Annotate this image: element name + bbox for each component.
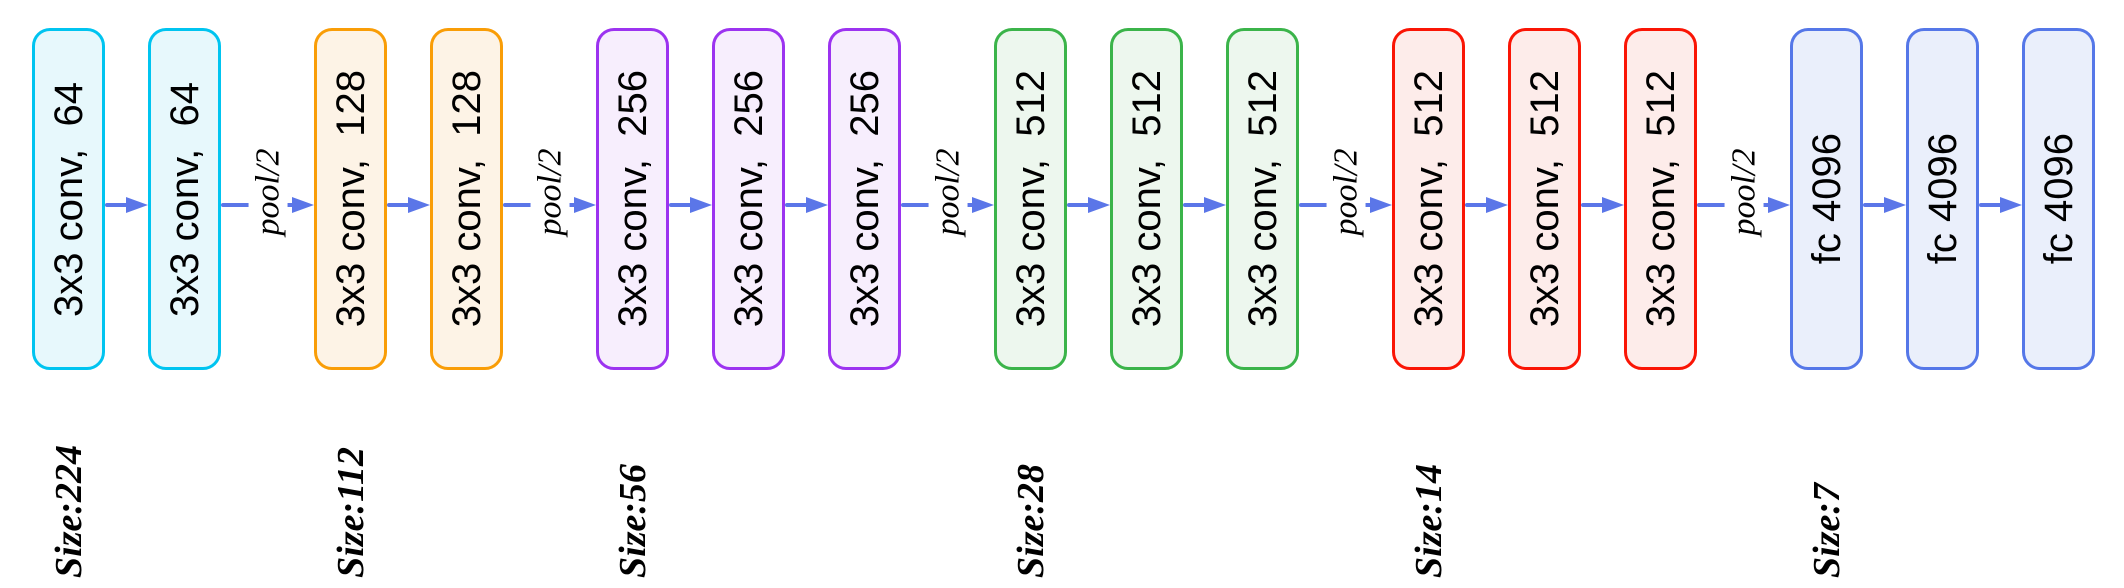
arrow-head-icon (292, 197, 314, 213)
arrow-head-icon (690, 197, 712, 213)
fc-block: fc 4096 (1790, 28, 1863, 370)
conv-block: 3x3 conv, 128 (314, 28, 387, 370)
block-label: 3x3 conv, 512 (1638, 70, 1683, 328)
size-label: Size:224 (48, 445, 90, 578)
block-label: fc 4096 (2036, 133, 2081, 265)
size-label: Size:14 (1408, 464, 1450, 578)
conv-group-1: 3x3 conv, 64 3x3 conv, 64 Size:224 (32, 28, 221, 578)
arrow-shaft (1183, 203, 1212, 207)
block-label: 3x3 conv, 256 (726, 70, 771, 328)
flow-arrow (1067, 28, 1110, 370)
conv-block: 3x3 conv, 128 (430, 28, 503, 370)
pool-label: pool/2 (927, 142, 968, 242)
layer-row: 3x3 conv, 64 3x3 conv, 64 Size:224 pool/… (32, 28, 2095, 578)
size-label: Size:112 (330, 447, 372, 578)
block-label: 3x3 conv, 128 (328, 70, 373, 328)
block-label: 3x3 conv, 256 (610, 70, 655, 328)
conv-group-3: 3x3 conv, 256 3x3 conv, 256 3x3 conv, 25… (596, 28, 901, 578)
arrow-head-icon (1486, 197, 1508, 213)
flow-arrow (1465, 28, 1508, 370)
conv-block: 3x3 conv, 512 (1110, 28, 1183, 370)
pool-label: pool/2 (1325, 142, 1366, 242)
conv-group-4: 3x3 conv, 512 3x3 conv, 512 3x3 conv, 51… (994, 28, 1299, 578)
flow-arrow (785, 28, 828, 370)
conv-block: 3x3 conv, 512 (1508, 28, 1581, 370)
pool-label: pool/2 (1723, 142, 1764, 242)
size-label: Size:28 (1010, 464, 1052, 578)
arrow-shaft (105, 203, 134, 207)
block-label: 3x3 conv, 512 (1406, 70, 1451, 328)
arrow-shaft (1979, 203, 2008, 207)
pool-arrow: pool/2 (901, 28, 994, 370)
block-label: 3x3 conv, 512 (1124, 70, 1169, 328)
conv-block: 3x3 conv, 256 (828, 28, 901, 370)
conv-group-5: 3x3 conv, 512 3x3 conv, 512 3x3 conv, 51… (1392, 28, 1697, 578)
flow-arrow (669, 28, 712, 370)
block-label: 3x3 conv, 512 (1008, 70, 1053, 328)
block-label: fc 4096 (1804, 133, 1849, 265)
pool-arrow: pool/2 (1299, 28, 1392, 370)
pool-arrow: pool/2 (503, 28, 596, 370)
conv-block: 3x3 conv, 512 (994, 28, 1067, 370)
conv-block: 3x3 conv, 64 (32, 28, 105, 370)
block-label: 3x3 conv, 64 (162, 81, 207, 317)
arrow-head-icon (1370, 197, 1392, 213)
flow-arrow (105, 28, 148, 370)
arrow-head-icon (1884, 197, 1906, 213)
arrow-head-icon (1602, 197, 1624, 213)
arrow-head-icon (1088, 197, 1110, 213)
pool-label: pool/2 (247, 142, 288, 242)
flow-arrow (1863, 28, 1906, 370)
flow-arrow (1979, 28, 2022, 370)
block-label: 3x3 conv, 64 (46, 81, 91, 317)
flow-arrow (1581, 28, 1624, 370)
block-label: 3x3 conv, 128 (444, 70, 489, 328)
block-label: 3x3 conv, 512 (1240, 70, 1285, 328)
size-label: Size:7 (1806, 483, 1848, 578)
arrow-head-icon (2000, 197, 2022, 213)
block-label: 3x3 conv, 256 (842, 70, 887, 328)
block-label: 3x3 conv, 512 (1522, 70, 1567, 328)
arrow-head-icon (408, 197, 430, 213)
flow-arrow (1183, 28, 1226, 370)
pool-arrow: pool/2 (221, 28, 314, 370)
flow-arrow (387, 28, 430, 370)
conv-block: 3x3 conv, 512 (1226, 28, 1299, 370)
pool-label: pool/2 (529, 142, 570, 242)
fc-group: fc 4096 fc 4096 fc 4096 Size:7 (1790, 28, 2095, 578)
block-label: fc 4096 (1920, 133, 1965, 265)
arrow-shaft (387, 203, 416, 207)
arrow-head-icon (126, 197, 148, 213)
arrow-head-icon (574, 197, 596, 213)
arrow-head-icon (1768, 197, 1790, 213)
conv-block: 3x3 conv, 256 (712, 28, 785, 370)
arrow-shaft (785, 203, 814, 207)
arrow-head-icon (972, 197, 994, 213)
arrow-shaft (1465, 203, 1494, 207)
size-label: Size:56 (612, 464, 654, 578)
arrow-shaft (669, 203, 698, 207)
arrow-shaft (1581, 203, 1610, 207)
conv-block: 3x3 conv, 64 (148, 28, 221, 370)
fc-block: fc 4096 (2022, 28, 2095, 370)
conv-block: 3x3 conv, 512 (1392, 28, 1465, 370)
fc-block: fc 4096 (1906, 28, 1979, 370)
arrow-shaft (1067, 203, 1096, 207)
arrow-shaft (1863, 203, 1892, 207)
conv-block: 3x3 conv, 512 (1624, 28, 1697, 370)
pool-arrow: pool/2 (1697, 28, 1790, 370)
conv-block: 3x3 conv, 256 (596, 28, 669, 370)
arrow-head-icon (1204, 197, 1226, 213)
arrow-head-icon (806, 197, 828, 213)
conv-group-2: 3x3 conv, 128 3x3 conv, 128 Size:112 (314, 28, 503, 578)
